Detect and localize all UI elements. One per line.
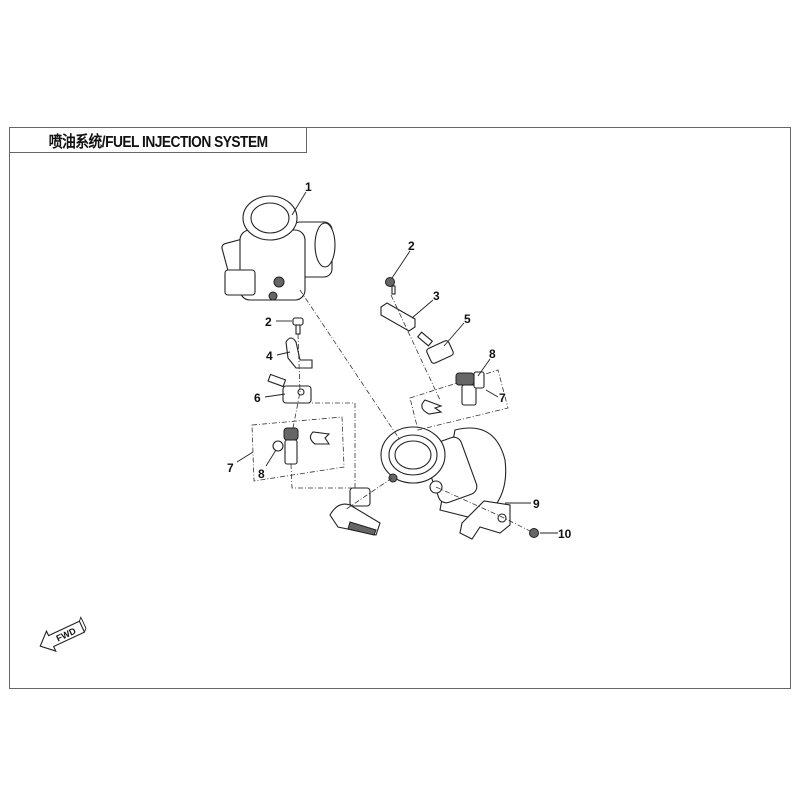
part-1-throttle-body xyxy=(221,195,336,301)
part-8-injector-right xyxy=(455,371,485,406)
part-9-bracket xyxy=(459,500,511,540)
part-clip-left xyxy=(309,431,331,445)
part-8-injector-left xyxy=(272,427,299,465)
diagram-frame xyxy=(9,127,791,689)
hose-fitting xyxy=(329,487,381,536)
callout-8: 8 xyxy=(258,467,265,481)
throttle-body-assembled xyxy=(380,426,507,521)
callout-4: 4 xyxy=(266,349,273,363)
assembly-lines xyxy=(290,289,533,533)
callout-5: 5 xyxy=(464,312,471,326)
callout-6: 6 xyxy=(254,391,261,405)
callout-10: 10 xyxy=(558,527,572,541)
callout-8: 8 xyxy=(489,347,496,361)
part-5-fuel-connector xyxy=(416,331,454,364)
part-10-nut xyxy=(529,528,539,538)
part-4-bracket xyxy=(285,337,313,369)
callout-1: 1 xyxy=(305,180,312,194)
callout-9: 9 xyxy=(533,497,540,511)
diagram-title: 喷油系统/FUEL INJECTION SYSTEM xyxy=(48,134,268,151)
fwd-arrow-icon: FWD xyxy=(39,616,87,652)
callout-7: 7 xyxy=(499,391,506,405)
part-2-bolt-left xyxy=(292,317,304,335)
callout-2: 2 xyxy=(265,315,272,329)
callout-2: 2 xyxy=(408,239,415,253)
part-clip-right xyxy=(421,399,443,415)
callout-7: 7 xyxy=(227,461,234,475)
leader-lines xyxy=(236,191,558,534)
part-2-bolt-upper xyxy=(385,277,396,295)
callout-3: 3 xyxy=(433,289,440,303)
part-3-bracket xyxy=(380,302,416,332)
part-6-fuel-connector xyxy=(267,373,312,404)
title-box: 喷油系统/FUEL INJECTION SYSTEM xyxy=(9,127,307,153)
part-7-group-box-left xyxy=(251,416,345,482)
